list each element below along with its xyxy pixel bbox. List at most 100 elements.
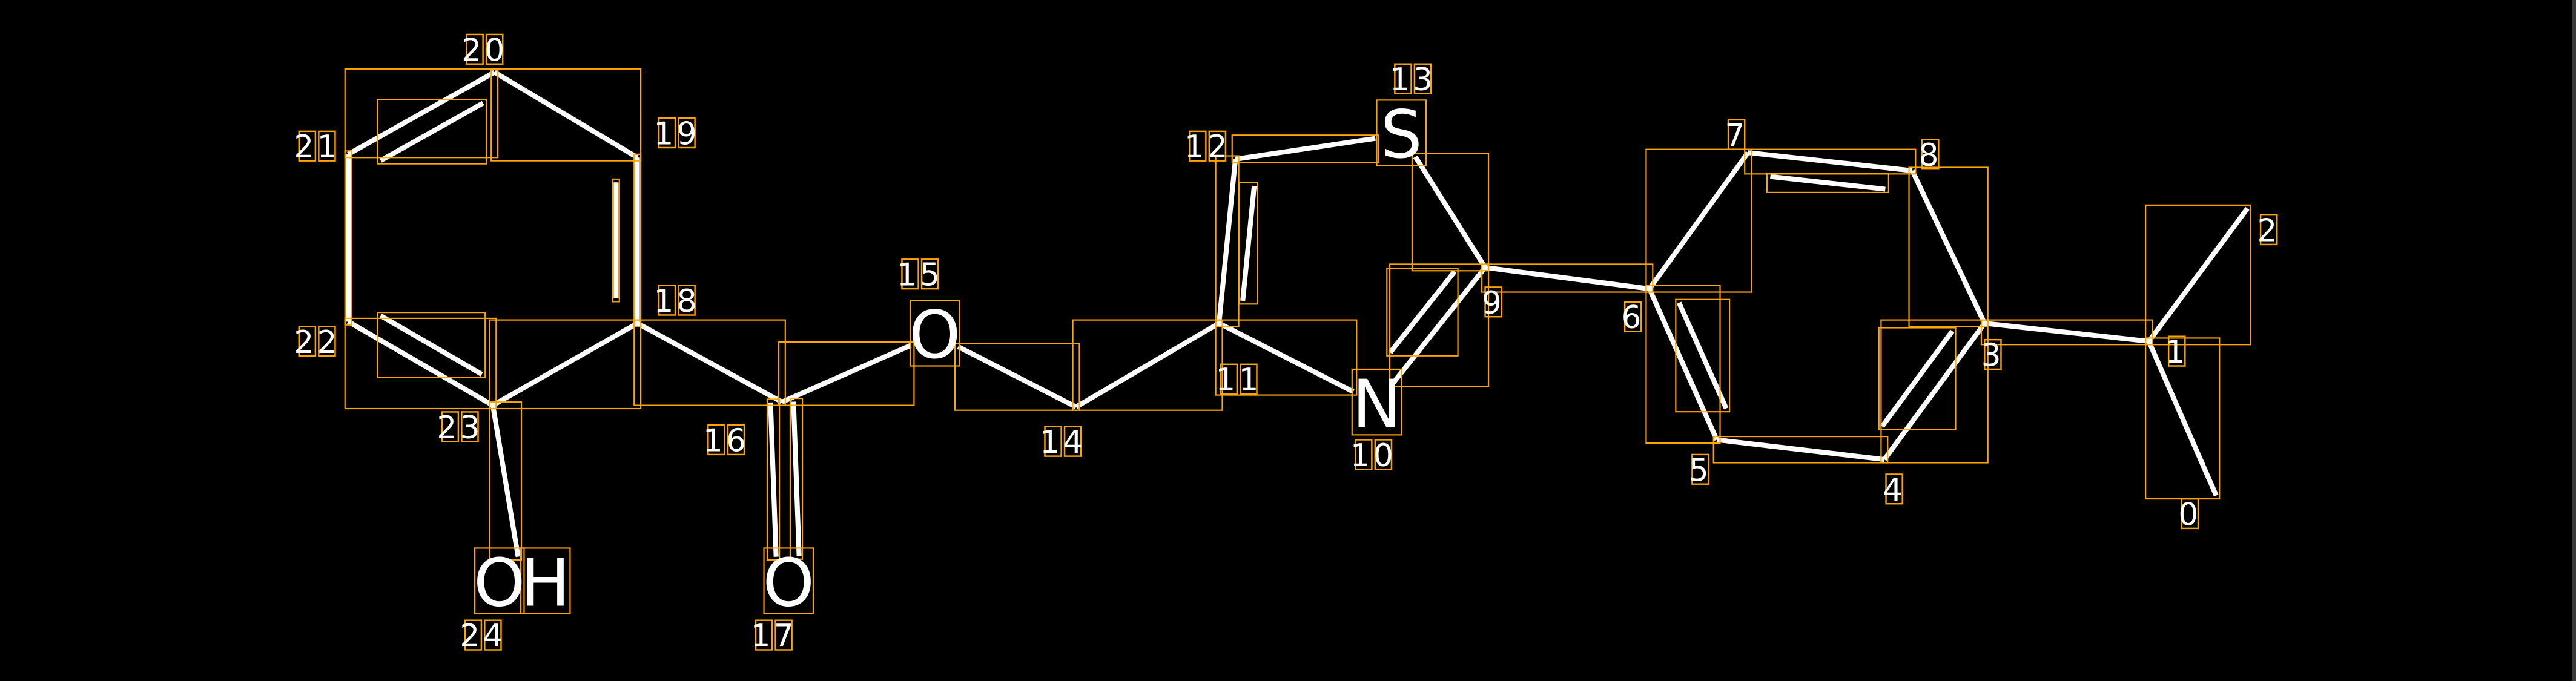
- bond-16-17-b: [791, 401, 802, 556]
- bond-16-18: [636, 321, 784, 404]
- bond-21-22-box: [344, 150, 352, 326]
- bond-8-3-box: [1908, 166, 1989, 327]
- atom-index-16: 16: [703, 423, 749, 459]
- atom-index-box-17: [755, 619, 773, 651]
- atom-index-4: 4: [1883, 472, 1906, 508]
- bond-23-24: [490, 404, 521, 558]
- atom-symbol-box-10: [1351, 368, 1402, 436]
- bond-3-4: [1882, 321, 1987, 461]
- atom-index-box-4: [1885, 473, 1903, 505]
- atom-index-box-5: [1691, 453, 1709, 485]
- bond-4-5: [1716, 437, 1885, 462]
- atom-index-14: 14: [1040, 424, 1086, 461]
- atom-index-21: 21: [294, 129, 340, 165]
- atom-index-box-17: [774, 619, 793, 651]
- bond-6-9: [1485, 265, 1650, 292]
- atom-index-8: 8: [1919, 137, 1942, 174]
- atom-index-6: 6: [1622, 300, 1645, 336]
- atom-index-box-12: [1208, 130, 1227, 162]
- bond-12-13-box: [1231, 134, 1379, 163]
- bond-16-17-b-box: [789, 397, 804, 560]
- atom-index-box-22: [298, 326, 317, 357]
- bond-16-18-box: [633, 319, 786, 406]
- bond-14-15: [957, 344, 1077, 409]
- bond-6-9-box: [1481, 263, 1654, 293]
- atom-index-box-21: [298, 130, 317, 162]
- atom-index-10: 10: [1350, 438, 1396, 474]
- atom-index-box-7: [1727, 119, 1746, 150]
- atom-index-17: 17: [751, 618, 797, 654]
- atom-index-box-16: [727, 424, 745, 456]
- atom-index-box-14: [1044, 426, 1062, 457]
- atom-index-9: 9: [1482, 285, 1505, 321]
- bonds-layer: [346, 70, 2250, 558]
- atom-index-box-20: [466, 33, 484, 65]
- atom-index-box-24: [464, 619, 483, 651]
- bond-22-23-inner: [379, 314, 483, 377]
- atom-index-box-19: [678, 117, 696, 149]
- bond-3-4-box: [1880, 319, 1989, 464]
- bond-23-24-box: [489, 401, 523, 561]
- atom-index-2: 2: [2257, 213, 2280, 249]
- bond-22-23-inner-box: [377, 312, 486, 378]
- bond-9-10-inner: [1388, 270, 1457, 354]
- bond-7-8-inner-box: [1766, 173, 1889, 193]
- atom-index-box-0: [2181, 498, 2199, 530]
- atom-index-12: 12: [1184, 129, 1230, 165]
- atom-index-box-2: [2259, 214, 2278, 246]
- bond-9-10-inner-box: [1386, 268, 1459, 357]
- bond-12-13: [1235, 136, 1376, 162]
- right-edge-divider: [2572, 0, 2576, 681]
- bond-5-6-box: [1645, 285, 1721, 444]
- atom-index-5: 5: [1689, 452, 1712, 489]
- atom-index-box-18: [678, 285, 696, 316]
- bond-10-11: [1218, 321, 1355, 394]
- atom-symbol-24-tail: H: [521, 544, 570, 621]
- atom-index-box-15: [901, 258, 919, 290]
- atom-index-box-13: [1413, 63, 1432, 94]
- atom-index-box-23: [461, 411, 479, 442]
- atom-index-box-22: [318, 326, 336, 357]
- atom-index-box-19: [658, 117, 676, 149]
- bond-6-7: [1647, 151, 1750, 291]
- bond-4-5-box: [1712, 436, 1889, 464]
- bond-23-18-box: [489, 319, 642, 410]
- atom-index-22: 22: [294, 324, 340, 361]
- atom-symbol-box-17: [763, 547, 814, 614]
- bond-3-4-inner: [1880, 329, 1955, 428]
- bond-19-20-box: [490, 68, 642, 162]
- bond-11-12: [1217, 159, 1238, 324]
- bond-16-17-a: [768, 402, 779, 557]
- bond-14-15-box: [954, 343, 1080, 411]
- bond-11-12-box: [1215, 155, 1240, 327]
- atom-index-box-1: [2167, 335, 2186, 367]
- bond-20-21: [347, 70, 496, 157]
- bond-1-2: [2147, 206, 2250, 343]
- bond-20-21-inner: [379, 100, 484, 163]
- atom-index-1: 1: [2165, 334, 2188, 370]
- atom-index-19: 19: [654, 116, 700, 153]
- atom-index-box-11: [1220, 363, 1238, 395]
- atom-index-box-18: [658, 285, 676, 316]
- atom-symbol-17: O: [763, 544, 814, 621]
- atom-symbol-box-13: [1376, 99, 1427, 166]
- atom-index-box-10: [1374, 439, 1393, 470]
- atom-index-box-16: [707, 424, 725, 456]
- bond-1-3-box: [1980, 319, 2153, 346]
- atom-index-box-23: [441, 411, 460, 442]
- bond-1-3: [1984, 320, 2150, 344]
- atom-index-box-15: [920, 258, 939, 290]
- bond-5-6: [1647, 288, 1719, 441]
- atom-index-20: 20: [461, 32, 507, 68]
- atom-index-box-9: [1484, 286, 1502, 318]
- bond-19-20: [493, 70, 639, 160]
- atom-symbol-10: N: [1352, 366, 1401, 442]
- bounding-boxes-layer: [298, 33, 2278, 651]
- atom-index-13: 13: [1390, 62, 1436, 98]
- bond-1-2-box: [2145, 204, 2251, 346]
- bond-11-12-inner: [1240, 185, 1257, 301]
- atom-index-box-14: [1063, 426, 1082, 457]
- atom-symbol-box-24: [520, 547, 571, 614]
- atom-index-box-13: [1394, 63, 1412, 94]
